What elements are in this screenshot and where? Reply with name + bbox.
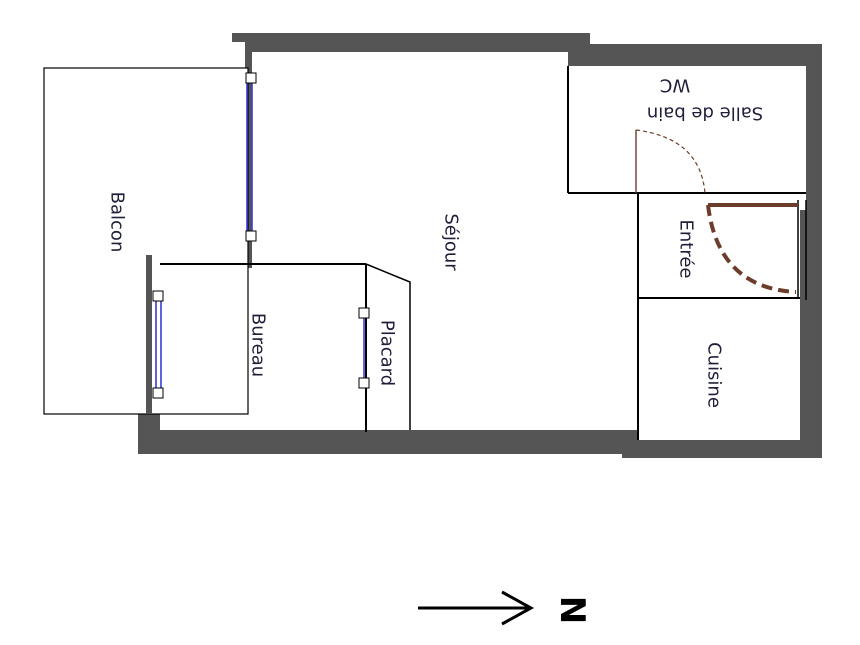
window-placard [358,307,370,389]
room-label-entree: Entrée [676,220,697,279]
room-label-sejour: Séjour [441,213,462,271]
room-label-salle-de-bain: Salle de bain [647,103,763,124]
bathroom-door [635,129,706,194]
balcony-wall-mask [146,255,152,414]
room-label-cuisine: Cuisine [704,342,725,408]
window-sejour-balcon [245,72,257,242]
room-label-wc: WC [660,75,690,96]
entrance-door [706,203,798,294]
window-bureau [152,290,164,399]
north-label: N [552,596,592,624]
north-arrow: N [418,590,592,626]
interior-partitions [160,66,807,440]
room-label-placard: Placard [377,320,398,386]
room-label-bureau: Bureau [248,313,269,377]
arrow-head-icon [501,590,535,626]
room-label-balcon: Balcon [107,192,128,253]
